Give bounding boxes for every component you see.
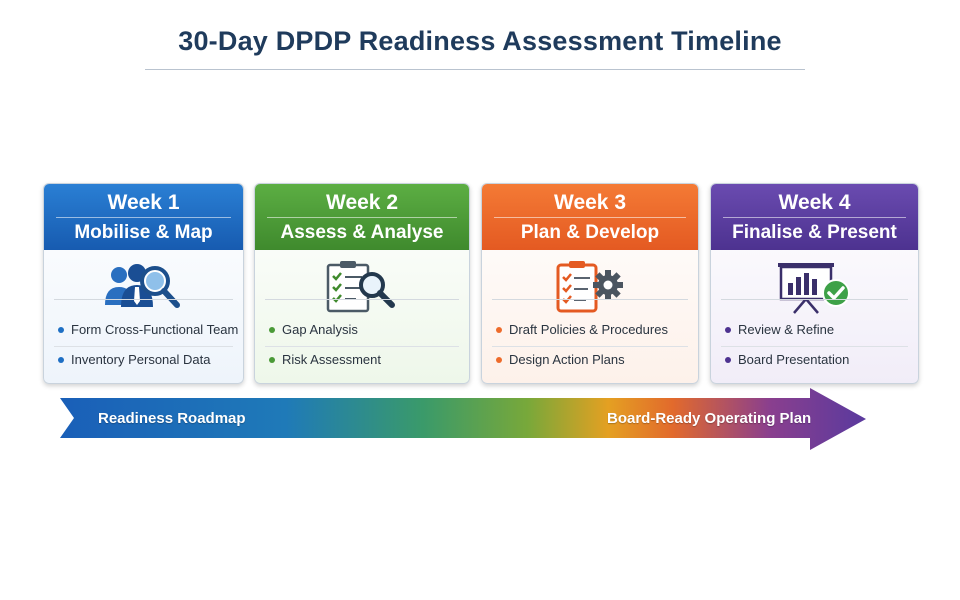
clipboard-gear-icon <box>482 254 698 320</box>
week-3-card: Week 3 Plan & Develop <box>481 183 699 384</box>
week-1-header-divider <box>56 217 231 218</box>
week-3-name: Plan & Develop <box>520 222 660 243</box>
checklist-magnifier-icon <box>255 254 469 320</box>
week-4-item-label: Review & Refine <box>738 322 835 337</box>
week-2-item-divider <box>265 346 459 347</box>
week-4-header: Week 4 Finalise & Present <box>711 184 918 250</box>
bullet-icon <box>496 356 502 363</box>
bullet-icon <box>269 356 275 363</box>
week-3-header: Week 3 Plan & Develop <box>482 184 698 250</box>
week-4-item-divider <box>721 346 908 347</box>
week-1-item-label: Form Cross-Functional Team <box>71 322 239 337</box>
week-1-number: Week 1 <box>107 191 180 214</box>
week-3-divider <box>492 299 688 300</box>
week-3-number: Week 3 <box>554 191 626 214</box>
week-1-header: Week 1 Mobilise & Map <box>44 184 243 250</box>
week-2-item-label: Gap Analysis <box>282 322 358 337</box>
week-2-header-divider <box>267 217 457 218</box>
team-search-icon <box>44 254 243 320</box>
bullet-icon <box>725 356 731 363</box>
week-1-divider <box>54 299 233 300</box>
week-2-item: Risk Assessment <box>269 352 461 372</box>
week-4-card: Week 4 Finalise & Present Review & Refin… <box>710 183 919 384</box>
week-2-card: Week 2 Assess & Analyse Gap Analysis Ris… <box>254 183 470 384</box>
week-3-item: Design Action Plans <box>496 352 690 372</box>
bullet-icon <box>58 326 64 333</box>
bullet-icon <box>269 326 275 333</box>
roadmap-end-label: Board-Ready Operating Plan <box>607 410 812 427</box>
week-4-name: Finalise & Present <box>732 222 897 243</box>
week-4-divider <box>721 299 908 300</box>
week-4-header-divider <box>723 217 906 218</box>
bullet-icon <box>496 326 502 333</box>
bullet-icon <box>725 326 731 333</box>
week-4-number: Week 4 <box>778 191 851 214</box>
week-2-number: Week 2 <box>326 191 398 214</box>
roadmap-arrow <box>60 388 866 450</box>
week-3-header-divider <box>494 217 686 218</box>
week-2-name: Assess & Analyse <box>280 222 444 243</box>
week-2-divider <box>265 299 459 300</box>
week-2-item: Gap Analysis <box>269 322 461 342</box>
page-title: 30-Day DPDP Readiness Assessment Timelin… <box>178 26 782 56</box>
week-3-item-divider <box>492 346 688 347</box>
week-2-item-label: Risk Assessment <box>282 352 381 367</box>
week-4-item-label: Board Presentation <box>738 352 850 367</box>
presentation-check-icon <box>711 254 918 320</box>
week-1-item: Inventory Personal Data <box>58 352 235 372</box>
week-1-item-label: Inventory Personal Data <box>71 352 211 367</box>
week-3-item: Draft Policies & Procedures <box>496 322 690 342</box>
week-1-card: Week 1 Mobilise & Map Form Cross-Functio… <box>43 183 244 384</box>
roadmap-start-label: Readiness Roadmap <box>98 410 246 427</box>
week-1-item-divider <box>54 346 233 347</box>
week-2-header: Week 2 Assess & Analyse <box>255 184 469 250</box>
week-3-item-label: Design Action Plans <box>509 352 625 367</box>
title-divider <box>145 69 805 70</box>
week-1-name: Mobilise & Map <box>74 222 213 243</box>
week-1-item: Form Cross-Functional Team <box>58 322 239 342</box>
bullet-icon <box>58 356 64 363</box>
week-4-item: Review & Refine <box>725 322 910 342</box>
week-4-item: Board Presentation <box>725 352 910 372</box>
week-3-item-label: Draft Policies & Procedures <box>509 322 668 337</box>
